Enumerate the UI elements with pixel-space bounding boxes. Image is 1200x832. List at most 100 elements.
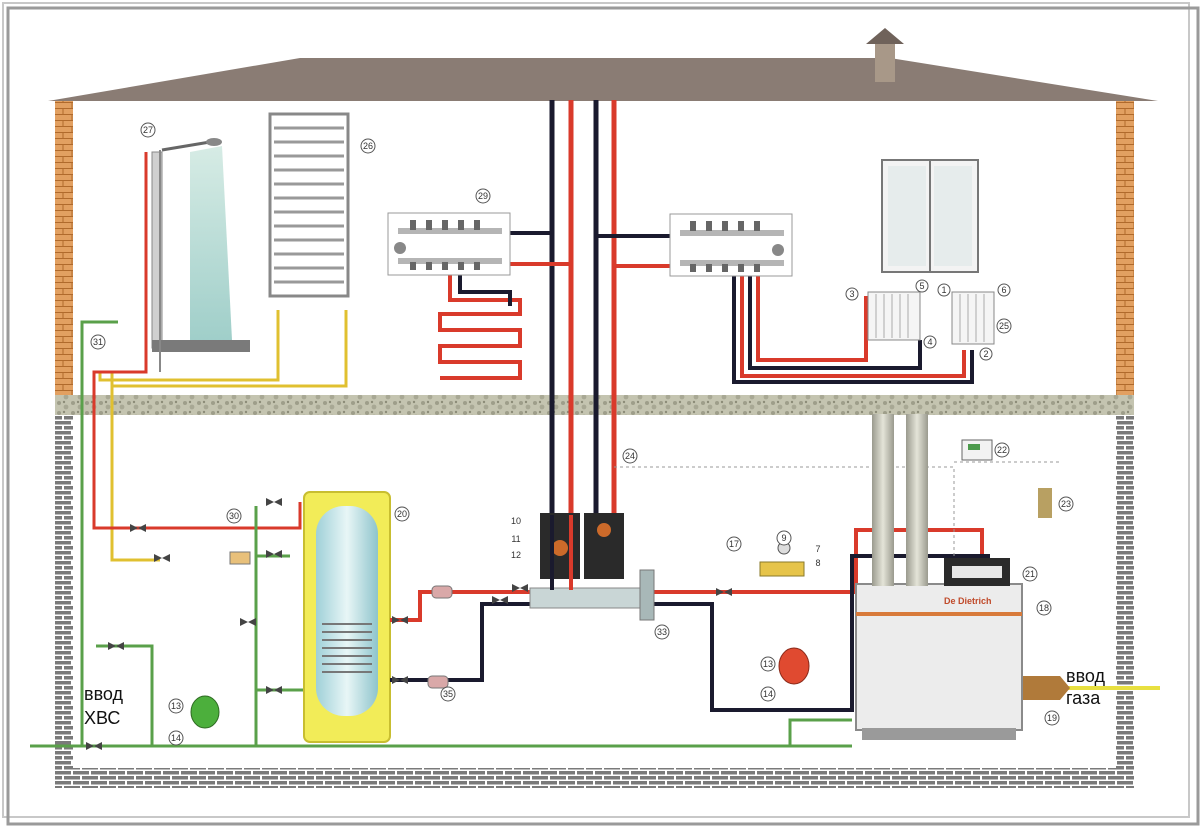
callout-9: 9 [776,530,792,546]
cold-water-label-line1: ввод [84,684,124,704]
svg-text:18: 18 [1039,603,1049,613]
thermostat-display [968,444,980,450]
gas-inlet-arrow [1020,676,1070,700]
callout-13a: 13 [168,698,184,714]
svg-text:20: 20 [397,509,407,519]
flow-meter-2 [427,675,449,689]
outdoor-sensor [1038,488,1052,518]
towel-rail-radiator [268,112,350,298]
shower [151,138,250,352]
dhw-hot-line [92,152,302,530]
dhw-pipe-towel-rail-2 [110,310,348,388]
boiler-display [952,566,1002,578]
left-manifold-valves [394,220,480,270]
callouts: 27 26 29 31 30 20 13 14 35 10 11 12 24 3… [90,122,1074,746]
flue-pipe-1 [872,414,894,586]
radiator-loop-supply-outer [740,272,966,378]
underfloor-loop-supply [438,272,522,380]
frame-shadow [6,6,1200,826]
callout-10: 10 [511,516,521,526]
svg-text:1: 1 [941,285,946,295]
expansion-vessel-dhw [190,695,220,729]
gas-boiler [855,583,1023,731]
cold-water-boiler [780,718,852,748]
svg-text:14: 14 [171,733,181,743]
boiler-supply-pipe [650,528,984,594]
radiator-right [951,291,995,345]
callout-20: 20 [394,506,410,522]
basement-floor [55,768,1134,788]
svg-text:25: 25 [999,321,1009,331]
svg-text:29: 29 [478,191,488,201]
svg-text:23: 23 [1061,499,1071,509]
safety-group [759,561,805,577]
basement-right-wall [1116,415,1134,775]
right-manifold-upper-bar [680,230,784,236]
basement-left-wall [55,415,73,775]
svg-text:6: 6 [1001,285,1006,295]
svg-text:17: 17 [729,539,739,549]
left-brick-wall [55,101,73,396]
flue-pipe-2 [906,414,928,586]
gas-label-line1: ввод [1066,666,1106,686]
svg-text:27: 27 [143,125,153,135]
callout-4: 4 [923,335,937,349]
cold-water-riser [80,320,118,746]
left-floor-manifold [387,212,511,276]
svg-text:33: 33 [657,627,667,637]
radiator-loop-return-outer [732,272,974,384]
svg-text:24: 24 [625,451,635,461]
callout-31: 31 [90,334,106,350]
pump-group-right [584,513,624,579]
svg-text:9: 9 [781,533,786,543]
cold-water-label-line2: ХВС [84,708,120,728]
svg-text:21: 21 [1025,569,1035,579]
svg-text:30: 30 [229,511,239,521]
right-manifold-lower-bar [680,260,784,266]
underfloor-loop-return [458,272,512,306]
svg-text:31: 31 [93,337,103,347]
svg-text:3: 3 [849,289,854,299]
control-signal-line [614,466,955,560]
flow-meter-1 [431,585,453,599]
callout-6: 6 [997,283,1011,297]
svg-text:2: 2 [983,349,988,359]
boiler-trim-line [856,612,1022,616]
svg-text:4: 4 [927,337,932,347]
mixing-valve [229,551,251,565]
callout-21: 21 [1022,566,1038,582]
svg-text:26: 26 [363,141,373,151]
callout-26: 26 [360,138,376,154]
valves [86,498,732,750]
callout-25: 25 [996,318,1012,334]
pump-left-rotor [552,540,568,556]
pump-right-rotor [597,523,611,537]
right-floor-manifold [669,213,793,277]
callout-3: 3 [845,287,859,301]
callout-33: 33 [654,624,670,640]
callout-18: 18 [1036,600,1052,616]
callout-2: 2 [979,347,993,361]
left-manifold-upper-bar [398,228,502,234]
callout-7: 7 [815,544,820,554]
callout-30: 30 [226,508,242,524]
left-manifold-lower-bar [398,258,502,264]
callout-12: 12 [511,550,521,560]
window-pane-right [934,166,972,266]
tank-coil [322,623,372,673]
svg-text:13: 13 [763,659,773,669]
callout-11: 11 [511,534,520,544]
right-brick-wall [1116,101,1134,396]
callout-23: 23 [1058,496,1074,512]
boiler-base [862,728,1016,740]
callout-19: 19 [1044,710,1060,726]
boiler-brand: De Dietrich [944,596,992,606]
roof-chimney [875,42,895,82]
svg-text:19: 19 [1047,713,1057,723]
svg-text:22: 22 [997,445,1007,455]
callout-22: 22 [994,442,1010,458]
svg-text:35: 35 [443,689,453,699]
radiator-loop-supply-inner [756,272,868,362]
callout-14b: 14 [760,686,776,702]
